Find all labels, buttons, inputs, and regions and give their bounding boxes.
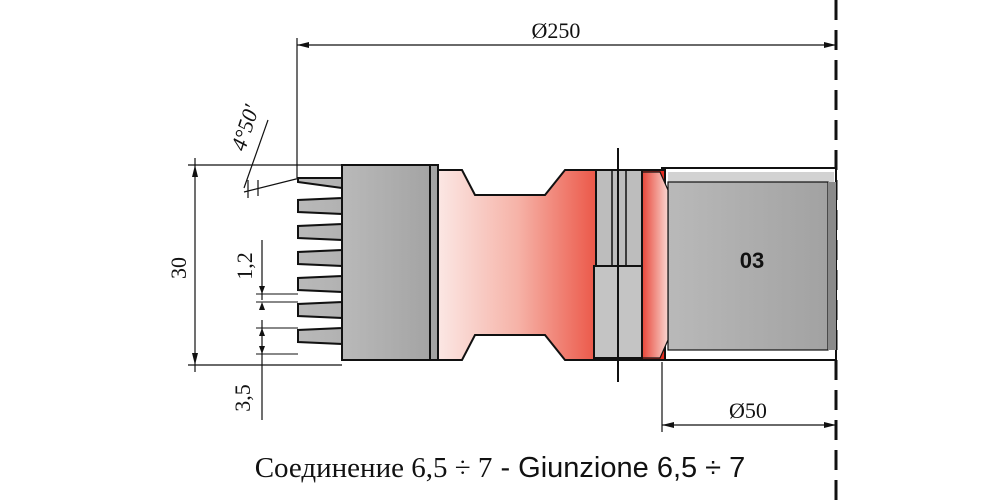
bore-body-edge — [828, 182, 836, 350]
dim-35-arrow-2 — [259, 346, 265, 354]
dim-250-label: Ø250 — [532, 18, 581, 43]
dim-50-arrow-left — [662, 422, 674, 428]
toothed-block-face — [341, 164, 439, 361]
caption: Соединение 6,5 ÷ 7 - Giunzione 6,5 ÷ 7 — [0, 448, 1000, 488]
hub-right-cap — [639, 171, 669, 359]
caption-russian: Соединение 6,5 ÷ 7 — [254, 452, 493, 484]
dim-35-label: 3,5 — [230, 384, 255, 412]
part-label: 03 — [740, 248, 764, 273]
dim-250-arrow-left — [297, 42, 309, 48]
bore-body-inner — [667, 181, 829, 351]
caption-separator: - — [492, 452, 519, 484]
bore-body-gray-band — [668, 172, 834, 182]
dim-30-label: 30 — [166, 257, 191, 279]
dim-30-arrow-top — [192, 165, 198, 177]
dim-angle-line-1 — [243, 177, 301, 193]
dim-250-arrow-right — [824, 42, 836, 48]
dim-12-arrow — [259, 286, 265, 294]
dim-12-label: 1,2 — [232, 252, 257, 280]
dim-50-label: Ø50 — [729, 398, 767, 423]
caption-italian: Giunzione 6,5 ÷ 7 — [518, 452, 746, 484]
dim-30-arrow-bottom — [192, 353, 198, 365]
dim-50-arrow-right — [824, 422, 836, 428]
dim-angle-line-2 — [243, 119, 269, 189]
dim-12-arrow-2 — [259, 302, 265, 310]
dim-35-arrow — [259, 328, 265, 336]
